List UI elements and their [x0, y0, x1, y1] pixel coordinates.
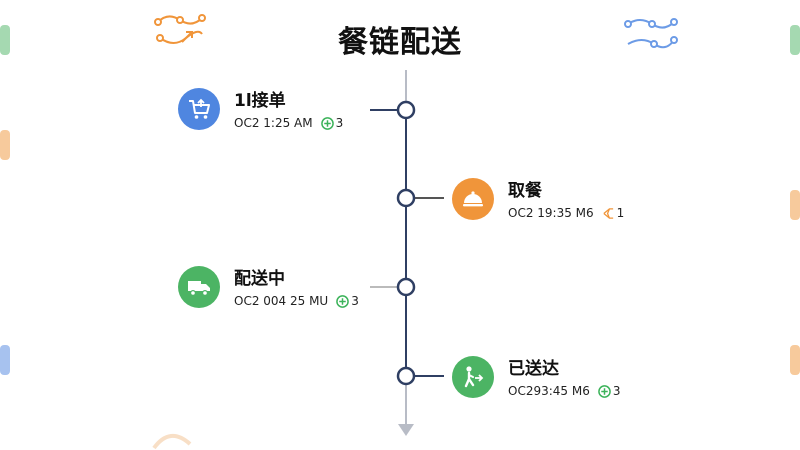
step-time: OC2 1:25 AM: [234, 116, 313, 130]
step-time: OC293:45 M6: [508, 384, 590, 398]
step-label: 1l接单: [234, 91, 286, 111]
timeline-node: [396, 188, 416, 208]
timeline-node: [396, 100, 416, 120]
timeline-node: [396, 277, 416, 297]
edge-decoration: [790, 345, 800, 375]
page-title: 餐链配送: [338, 25, 462, 60]
edge-decoration: [0, 345, 10, 375]
step-count: 3: [335, 116, 344, 130]
route-blue-icon: [624, 18, 678, 49]
step-label: 配送中: [234, 269, 285, 289]
cloche-icon: [452, 178, 494, 220]
edge-decoration: [790, 190, 800, 220]
step-count: 3: [351, 294, 359, 308]
cart-icon: [178, 88, 220, 130]
step-label: 已送达: [508, 359, 559, 379]
edge-decoration: [790, 25, 800, 55]
timeline-arrow: [398, 424, 414, 436]
faded-shape-icon: [152, 434, 192, 450]
timeline-node: [396, 366, 416, 386]
plus-circle-icon: [320, 116, 334, 130]
step-count: 1: [616, 206, 625, 220]
bike-icon: [602, 207, 615, 220]
plus-circle-icon: [598, 384, 611, 398]
step-time: OC2 004 25 MU: [234, 294, 329, 308]
step-meta: OC293:45 M6 3: [508, 384, 620, 398]
step-meta: OC2 004 25 MU 3: [234, 294, 359, 308]
truck-icon: [178, 266, 220, 308]
step-label: 取餐: [508, 181, 542, 201]
edge-decoration: [0, 130, 10, 160]
step-count: 3: [612, 384, 621, 398]
route-orange-icon: [154, 14, 206, 44]
plus-circle-icon: [336, 294, 350, 308]
step-meta: OC2 1:25 AM 3: [234, 116, 343, 130]
delivered-person-icon: [452, 356, 494, 398]
step-meta: OC2 19:35 M6 1: [508, 206, 624, 220]
step-time: OC2 19:35 M6: [508, 206, 594, 220]
edge-decoration: [0, 25, 10, 55]
